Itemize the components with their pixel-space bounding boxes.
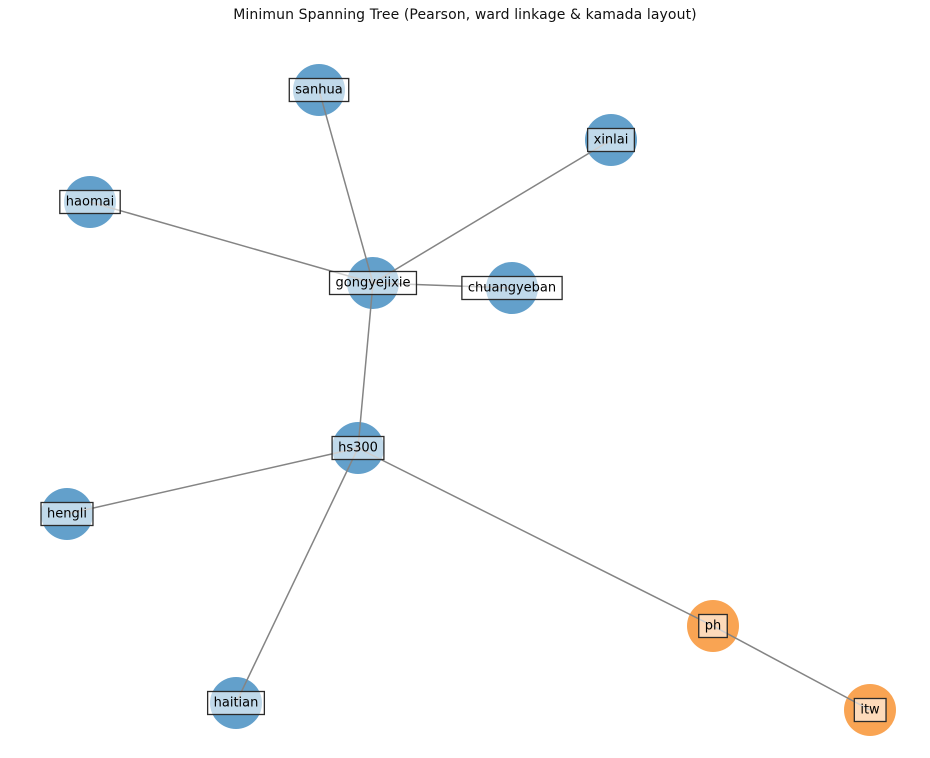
graph-node-label-sanhua: sanhua [295, 83, 342, 98]
graph-node-label-box-haitian [206, 690, 266, 716]
graph-node-label-box-haomai [59, 189, 121, 215]
graph-node-label-ph: ph [705, 619, 722, 634]
graph-node-label-haomai: haomai [66, 195, 114, 210]
node-layer [41, 64, 896, 736]
graph-node-label-box-xinlai [586, 127, 636, 153]
edge-layer [66, 89, 871, 711]
graph-node-label-xinlai: xinlai [594, 133, 629, 148]
graph-node-label-itw: itw [860, 703, 880, 718]
label-layer: sanhua xinlai haomai gongyejixie chuangyeban… [40, 77, 887, 723]
graph-node-label-hengli: hengli [47, 507, 87, 522]
graph-edge-hs300-haitian [235, 447, 359, 704]
graph-node-label-box-itw [853, 697, 887, 723]
graph-node-label-haitian: haitian [214, 696, 259, 711]
graph-node-label-box-gongyejixie [328, 270, 418, 296]
graph-node-label-box-hengli [40, 501, 94, 527]
graph-edge-hs300-hengli [66, 447, 359, 515]
graph-node-label-hs300: hs300 [338, 441, 378, 456]
graph-node-label-gongyejixie: gongyejixie [336, 276, 411, 291]
graph-node-label-box-hs300 [331, 435, 385, 461]
graph-node-label-box-chuangyeban [461, 275, 563, 301]
graph-edge-xinlai-gongyejixie [372, 139, 612, 284]
graph-edge-gongyejixie-hs300 [357, 282, 374, 449]
graph-edge-ph-itw [712, 625, 871, 711]
graph-node-label-box-ph [698, 613, 728, 639]
figure-title: Minimun Spanning Tree (Pearson, ward lin… [233, 7, 697, 23]
graph-node-label-chuangyeban: chuangyeban [468, 281, 556, 296]
graph-node-label-box-sanhua [288, 77, 350, 103]
graph-edge-sanhua-gongyejixie [318, 89, 374, 284]
graph-edge-hs300-ph [357, 447, 714, 627]
graph-edge-haomai-gongyejixie [89, 201, 374, 284]
